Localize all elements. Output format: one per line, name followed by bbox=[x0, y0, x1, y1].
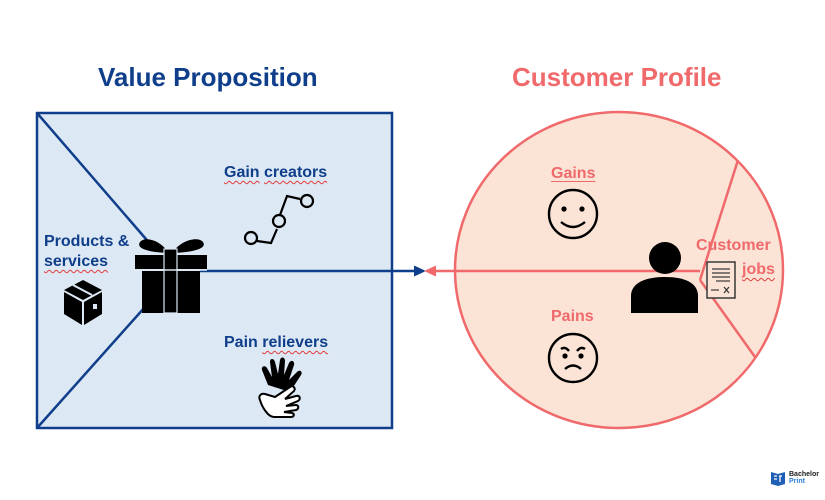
smiley-face-icon bbox=[547, 188, 599, 240]
gains-label: Gains bbox=[551, 165, 596, 182]
growth-chart-icon bbox=[243, 193, 315, 246]
logo-line2: Print bbox=[789, 478, 805, 485]
vp-divider-top bbox=[36, 112, 153, 247]
logo-line1: Bachelor bbox=[789, 471, 819, 478]
pains-label: Pains bbox=[551, 308, 594, 325]
value-proposition-title: Value Proposition bbox=[98, 62, 318, 92]
pink-arrowhead bbox=[424, 265, 436, 277]
customer-profile-title: Customer Profile bbox=[512, 62, 722, 92]
box-icon bbox=[64, 280, 102, 325]
pain-relievers-word2: relievers bbox=[262, 334, 329, 351]
logo-text: Bachelor Print bbox=[789, 471, 819, 485]
vp-divider-bottom bbox=[36, 306, 146, 429]
person-icon bbox=[631, 242, 698, 313]
angry-face-icon bbox=[547, 332, 599, 384]
customer-jobs-line1: Customer bbox=[696, 237, 771, 254]
products-services-line1: Products & bbox=[44, 233, 130, 250]
pain-relievers-label: Pain relievers bbox=[224, 333, 328, 353]
products-services-line2: services bbox=[44, 253, 109, 270]
cp-divider-upper bbox=[698, 159, 740, 281]
customer-jobs-line2: jobs bbox=[742, 261, 775, 278]
gain-creators-label: Gain creators bbox=[224, 163, 327, 183]
hands-icon bbox=[258, 357, 302, 418]
gain-creators-word2: creators bbox=[264, 164, 328, 181]
book-logo-icon bbox=[771, 472, 785, 486]
products-services-label: Products & services bbox=[44, 232, 129, 272]
gift-icon bbox=[135, 239, 207, 314]
blue-arrowhead bbox=[414, 265, 426, 277]
bachelorprint-logo: Bachelor Print bbox=[770, 470, 819, 486]
document-icon bbox=[706, 261, 736, 299]
gain-creators-word1: Gain bbox=[224, 164, 260, 181]
pain-relievers-word1: Pain bbox=[224, 334, 258, 351]
